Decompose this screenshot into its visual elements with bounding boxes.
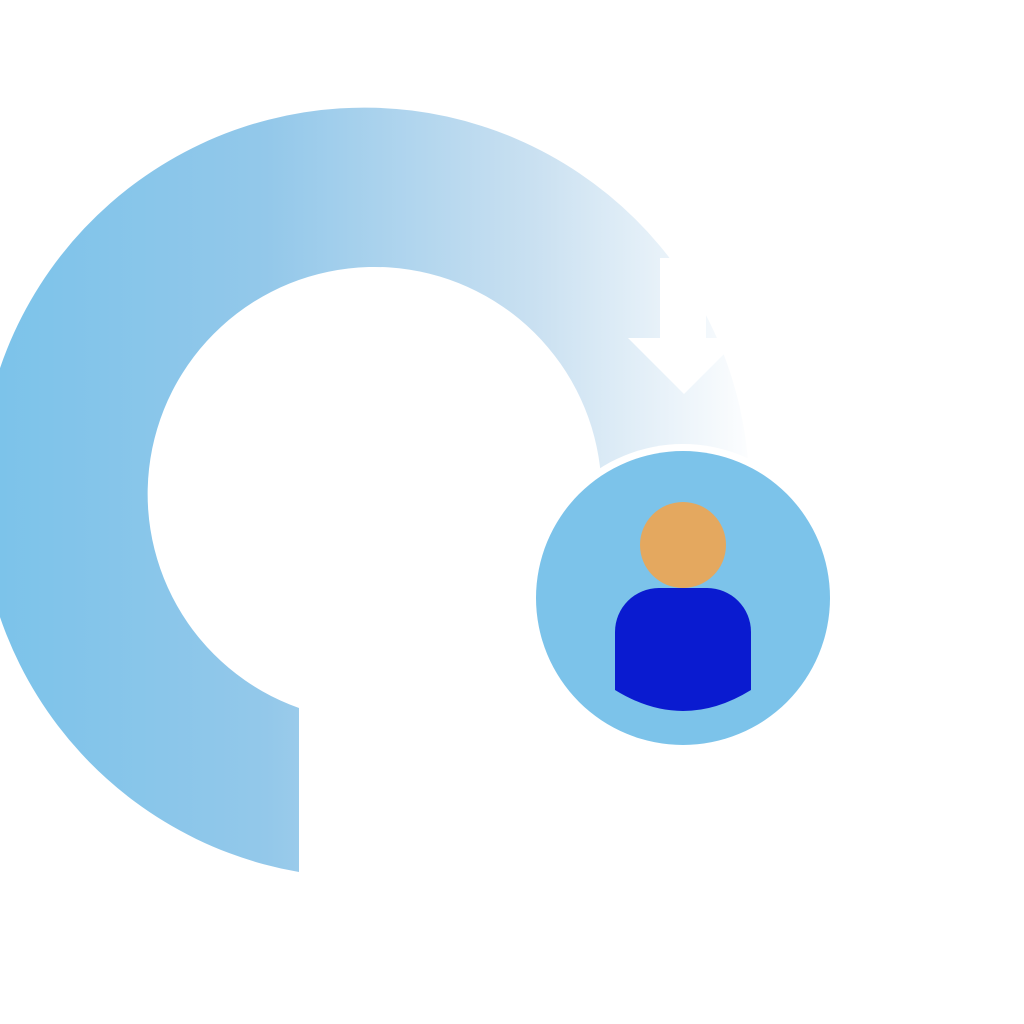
user-avatar-icon: [536, 451, 830, 745]
down-arrow-icon: [628, 258, 740, 394]
avatar-body: [615, 588, 751, 711]
avatar-head: [640, 502, 726, 588]
refresh-arc-icon: [0, 107, 749, 872]
